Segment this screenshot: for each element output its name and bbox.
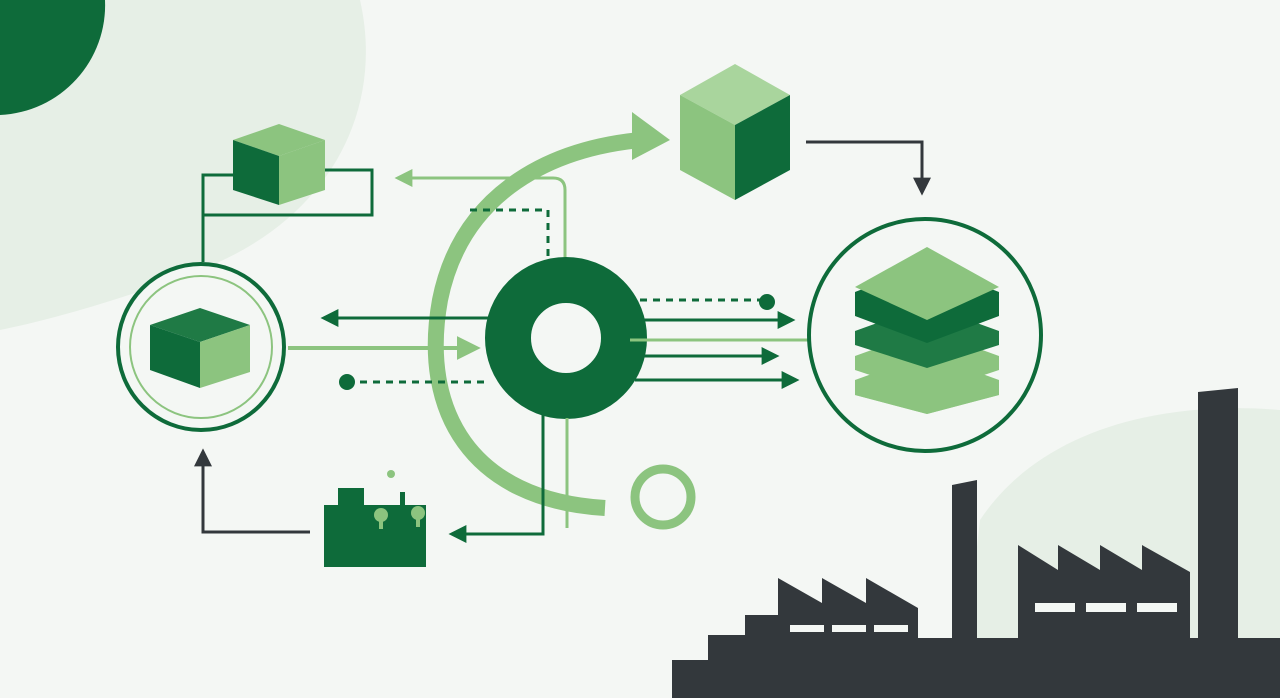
dashed-connector-end-dot (759, 294, 775, 310)
circular-flow-arrowhead (632, 112, 670, 160)
corner-dark-quarter-circle (0, 0, 106, 115)
small-factory-icon (324, 470, 426, 567)
dashed-connector-top (470, 208, 765, 302)
bottom-output-ring (630, 464, 696, 530)
arrow-plant-to-source (194, 448, 310, 534)
source-node (116, 262, 286, 432)
arrow-cube-to-storage (806, 140, 931, 196)
top-right-cube-icon (680, 64, 790, 200)
dashed-connector-left-dot (339, 374, 355, 390)
cube-in-circle-icon (150, 308, 250, 388)
factory-windows (790, 603, 1177, 632)
factory-silhouette-icon (672, 388, 1280, 698)
circular-flow-arc (427, 132, 641, 516)
source-inner-ring (129, 275, 273, 419)
top-left-bracket-connector (201, 168, 374, 262)
arrow-up-into-hub (533, 392, 553, 410)
arrow-hub-down-to-plant (448, 406, 545, 543)
top-left-blob (0, 0, 366, 330)
return-arrow-to-top-cube (394, 169, 567, 265)
layered-stack-icon (855, 247, 999, 414)
storage-node (807, 217, 1043, 453)
top-left-cube-icon (233, 124, 325, 205)
ring-hub-icon (485, 257, 647, 419)
